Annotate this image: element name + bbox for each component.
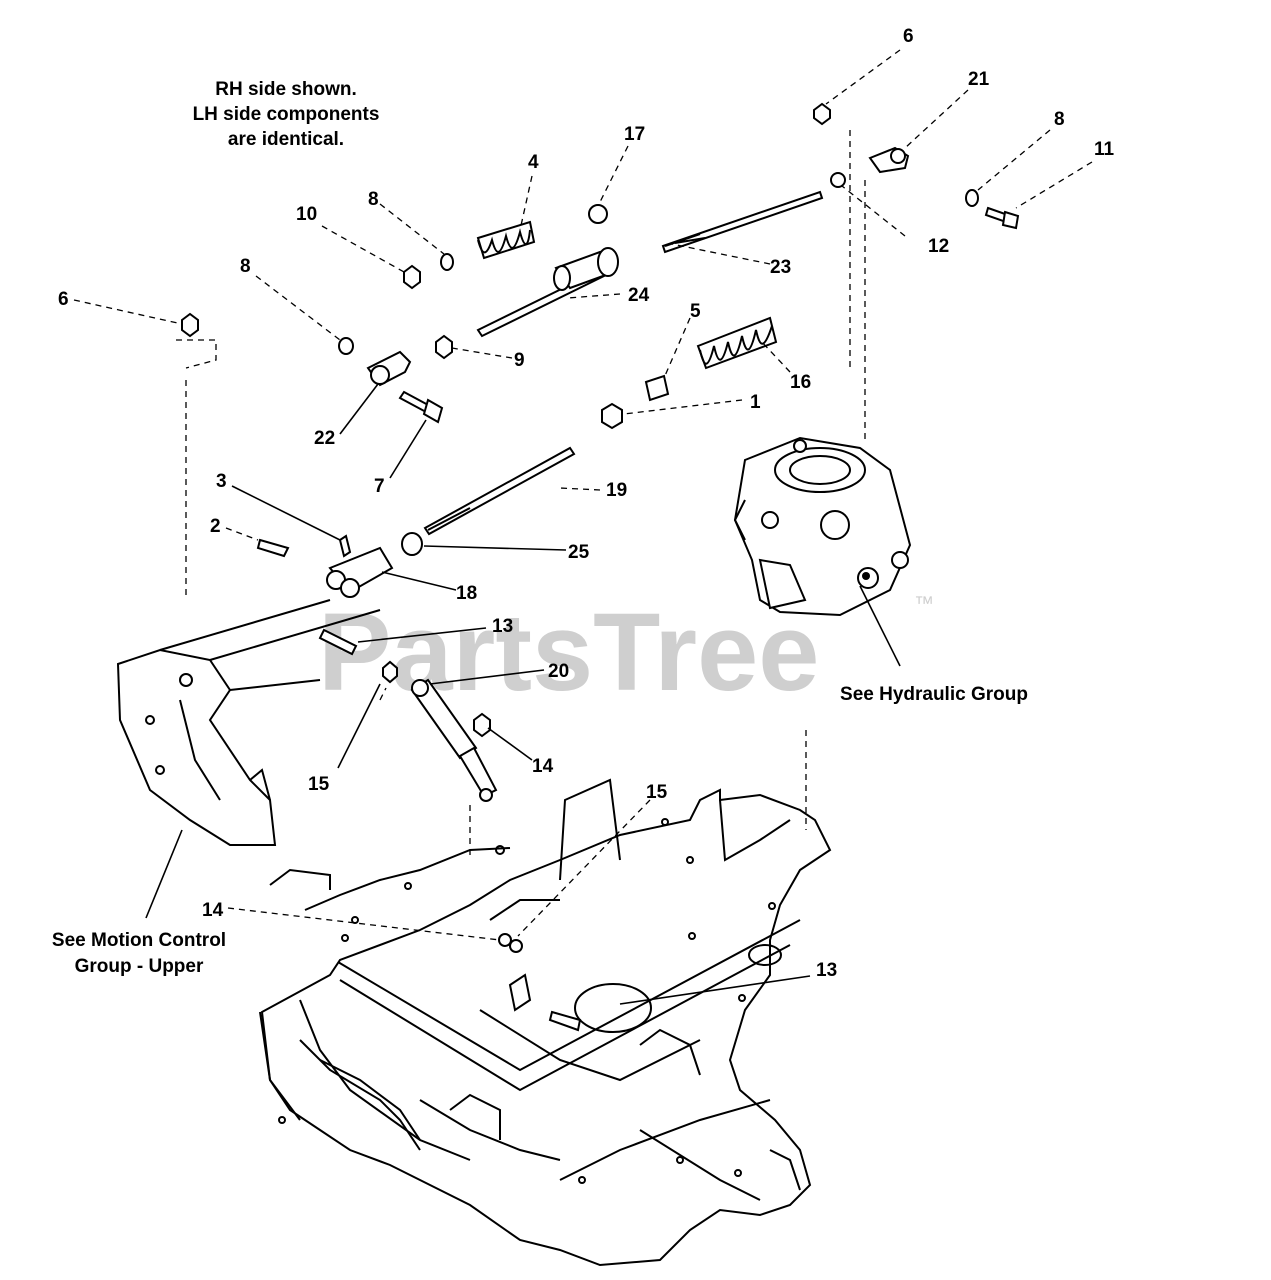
rod-end-22 bbox=[366, 350, 412, 387]
note-hydraulic-group: See Hydraulic Group bbox=[840, 684, 1028, 705]
washer-8-right bbox=[965, 189, 979, 207]
rod-19 bbox=[423, 446, 576, 536]
callout-20: 20 bbox=[548, 661, 569, 682]
bolt-11 bbox=[984, 206, 1020, 230]
clevis-18 bbox=[326, 546, 394, 598]
callout-21: 21 bbox=[968, 69, 990, 90]
callout-11: 11 bbox=[1094, 139, 1115, 160]
bolt-13-upper bbox=[318, 628, 358, 656]
spacer-5 bbox=[644, 374, 670, 402]
callout-9: 9 bbox=[514, 350, 525, 371]
callout-8: 8 bbox=[368, 189, 379, 210]
washer-8-left bbox=[338, 337, 354, 355]
spacer-25 bbox=[401, 532, 423, 556]
callout-14: 14 bbox=[532, 756, 554, 777]
rod-23 bbox=[661, 190, 824, 254]
callout-6: 6 bbox=[58, 289, 69, 310]
bolt-13-lower bbox=[548, 1010, 582, 1032]
callout-8: 8 bbox=[240, 256, 251, 277]
watermark-text: PartsTree bbox=[318, 591, 819, 714]
bolt-7 bbox=[398, 390, 444, 424]
note-rh-line3: are identical. bbox=[228, 129, 344, 150]
callout-7: 7 bbox=[374, 476, 385, 497]
callout-19: 19 bbox=[606, 480, 627, 501]
clevis-pin-2 bbox=[256, 538, 290, 558]
cotter-pin-3 bbox=[338, 534, 352, 558]
nut-9 bbox=[435, 334, 453, 360]
notes: RH side shown. LH side components are id… bbox=[52, 79, 1028, 977]
spring-4 bbox=[476, 220, 536, 260]
callout-15: 15 bbox=[646, 782, 668, 803]
watermark-trademark: ™ bbox=[914, 593, 934, 615]
nut-1 bbox=[601, 402, 623, 430]
motion-control-bracket bbox=[116, 599, 381, 846]
callout-23: 23 bbox=[770, 257, 791, 278]
nut-10 bbox=[403, 264, 421, 290]
callout-12: 12 bbox=[928, 236, 949, 257]
nut-14-upper bbox=[473, 712, 491, 738]
callout-2: 2 bbox=[210, 516, 221, 537]
callout-16: 16 bbox=[790, 372, 811, 393]
leader-lines bbox=[73, 49, 1093, 1005]
note-rh-line1: RH side shown. bbox=[215, 79, 356, 100]
callout-18: 18 bbox=[456, 583, 477, 604]
nut-12 bbox=[830, 172, 846, 188]
nut-6-top bbox=[813, 102, 831, 126]
callout-6: 6 bbox=[903, 26, 914, 47]
callout-25: 25 bbox=[568, 542, 590, 563]
note-rh-line2: LH side components bbox=[193, 104, 380, 125]
callout-22: 22 bbox=[314, 428, 335, 449]
hydraulic-pump bbox=[733, 436, 912, 617]
callout-labels: 6 21 8 11 12 17 4 8 10 23 24 8 6 5 16 9 … bbox=[58, 26, 1115, 981]
gas-spring-20 bbox=[410, 678, 498, 802]
callout-24: 24 bbox=[628, 285, 650, 306]
callout-14: 14 bbox=[202, 900, 224, 921]
spring-16 bbox=[696, 316, 778, 370]
callout-10: 10 bbox=[296, 204, 317, 225]
callout-15: 15 bbox=[308, 774, 330, 795]
nut-6-left bbox=[181, 312, 199, 338]
washer-8-upper bbox=[440, 253, 454, 271]
callout-13: 13 bbox=[816, 960, 837, 981]
spacer-17 bbox=[588, 204, 608, 224]
alignment-lines bbox=[176, 130, 866, 860]
callout-8: 8 bbox=[1054, 109, 1065, 130]
callout-3: 3 bbox=[216, 471, 227, 492]
callout-4: 4 bbox=[528, 152, 539, 173]
callout-17: 17 bbox=[624, 124, 645, 145]
callout-1: 1 bbox=[750, 392, 761, 413]
callout-5: 5 bbox=[690, 301, 701, 322]
callout-13: 13 bbox=[492, 616, 513, 637]
chassis-frame bbox=[259, 778, 832, 1267]
rod-24 bbox=[476, 247, 619, 338]
note-motion-control-line1: See Motion Control bbox=[52, 930, 226, 951]
note-motion-control-line2: Group - Upper bbox=[75, 956, 204, 977]
rod-end-21 bbox=[868, 146, 910, 174]
nut-14-15-lower bbox=[498, 933, 523, 953]
nut-15-upper bbox=[382, 660, 398, 684]
